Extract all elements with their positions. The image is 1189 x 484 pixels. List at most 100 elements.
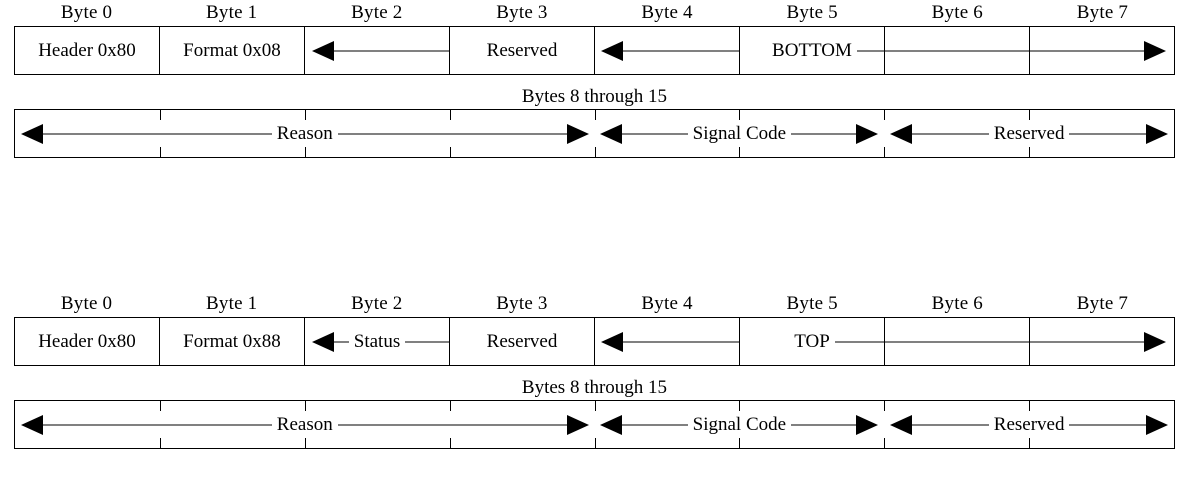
byte2-arrow-head <box>311 331 334 352</box>
bottom-top-arrow-line <box>834 50 1156 51</box>
byte-tick-top-4 <box>594 400 596 411</box>
byte-tick-top-4 <box>594 109 596 120</box>
byte4-arrow-head <box>601 40 624 61</box>
bottom-top-arrow-line <box>834 341 1156 342</box>
signal-code-span: Signal Code <box>595 401 885 448</box>
message-layout-bottom: Byte 0 Byte 1 Byte 2 Byte 3 Byte 4 Byte 5 Byte… <box>0 0 1189 158</box>
byte-header-7: Byte 7 <box>1076 293 1129 314</box>
byte-tick-top-6 <box>884 109 886 120</box>
byte-tick-top-6 <box>884 400 886 411</box>
byte-tick-top-1 <box>159 109 161 120</box>
reserved-field: Reserved <box>449 318 594 365</box>
byte-tick-bottom-4 <box>594 147 596 158</box>
byte-tick-bottom-3 <box>449 438 451 449</box>
signal-code-span-head-left <box>600 414 623 435</box>
byte-tick-bottom-5 <box>739 147 741 158</box>
reserved-span-head-right <box>1146 414 1169 435</box>
reason-span-head-left <box>20 123 43 144</box>
byte-header-6: Byte 6 <box>931 2 983 23</box>
reserved-field-label: Reserved <box>481 330 563 353</box>
byte-tick-bottom-4 <box>594 438 596 449</box>
byte4-field <box>594 318 739 365</box>
signal-code-span: Signal Code <box>595 110 885 157</box>
reason-span-head-right <box>566 414 589 435</box>
format-byte-label: Format 0x08 <box>178 39 286 62</box>
byte-tick-bottom-6 <box>884 147 886 158</box>
reason-span-label: Reason <box>271 122 338 145</box>
byte4-arrow-line <box>613 341 740 342</box>
byte-tick-top-2 <box>304 109 306 120</box>
byte-header-0: Byte 0 <box>60 2 113 23</box>
signal-code-span-head-right <box>856 414 879 435</box>
header-byte-label: Header 0x80 <box>33 330 141 353</box>
top-field: TOP <box>739 318 884 365</box>
reason-span-head-right <box>566 123 589 144</box>
reserved-span-head-right <box>1146 123 1169 144</box>
reserved-field-label: Reserved <box>481 39 563 62</box>
byte-tick-bottom-3 <box>449 147 451 158</box>
reason-span: Reason <box>15 110 595 157</box>
byte-tick-top-2 <box>304 400 306 411</box>
byte4-arrow-line <box>613 50 740 51</box>
byte-tick-top-7 <box>1029 400 1031 411</box>
byte-header-4: Byte 4 <box>641 293 693 314</box>
bottom-top-arrow-head <box>1143 331 1166 352</box>
bottom-field: BOTTOM <box>739 27 884 74</box>
byte-header-0: Byte 0 <box>60 293 113 314</box>
reserved-span-head-left <box>890 123 913 144</box>
signal-code-span-label: Signal Code <box>687 122 792 145</box>
byte2-field <box>304 27 449 74</box>
byte-header-3: Byte 3 <box>496 2 548 23</box>
byte-tick-top-1 <box>159 400 161 411</box>
byte-tick-bottom-2 <box>304 438 306 449</box>
byte-tick-bottom-6 <box>884 438 886 449</box>
byte-header-5: Byte 5 <box>786 2 838 23</box>
format-byte: Format 0x08 <box>159 27 304 74</box>
byte-header-2: Byte 2 <box>351 293 403 314</box>
format-byte: Format 0x88 <box>159 318 304 365</box>
byte-tick-bottom-1 <box>159 147 161 158</box>
top-field-label: TOP <box>789 330 835 353</box>
bytes-0-7-frame: Header 0x80 Format 0x88 Status Reserved TOP <box>14 317 1175 366</box>
byte-tick-top-5 <box>739 400 741 411</box>
reason-span-head-left <box>20 414 43 435</box>
bytes-8-15-frame: Reason Signal Code Reserved <box>14 109 1175 158</box>
byte-tick-bottom-1 <box>159 438 161 449</box>
bytes-8-15-caption: Bytes 8 through 15 <box>521 377 668 398</box>
byte-header-3: Byte 3 <box>496 293 548 314</box>
bytes-0-7-frame: Header 0x80 Format 0x08 Reserved BOTTOM <box>14 26 1175 75</box>
byte-header-5: Byte 5 <box>786 293 838 314</box>
byte-tick-top-5 <box>739 109 741 120</box>
reserved-span-label: Reserved <box>988 413 1070 436</box>
byte-header-7: Byte 7 <box>1076 2 1129 23</box>
status-field: Status <box>304 318 449 365</box>
bytes-8-15-caption: Bytes 8 through 15 <box>521 86 668 107</box>
reserved-field: Reserved <box>449 27 594 74</box>
bytes-8-15-frame: Reason Signal Code Reserved <box>14 400 1175 449</box>
bottom-field-label: BOTTOM <box>767 39 857 62</box>
byte-tick-bottom-7 <box>1029 147 1031 158</box>
byte-header-6: Byte 6 <box>931 293 983 314</box>
bottom-top-arrow-head <box>1143 40 1166 61</box>
byte4-field <box>594 27 739 74</box>
byte2-arrow-line <box>323 50 450 51</box>
byte-tick-top-7 <box>1029 109 1031 120</box>
byte-header-1: Byte 1 <box>206 2 258 23</box>
reserved-span-head-left <box>890 414 913 435</box>
signal-code-span-label: Signal Code <box>687 413 792 436</box>
status-field-label: Status <box>348 330 406 353</box>
header-byte: Header 0x80 <box>15 318 159 365</box>
format-byte-label: Format 0x88 <box>178 330 286 353</box>
reserved-span: Reserved <box>884 401 1174 448</box>
byte-header-4: Byte 4 <box>641 2 693 23</box>
byte-tick-top-3 <box>449 109 451 120</box>
byte-tick-bottom-7 <box>1029 438 1031 449</box>
reason-span-label: Reason <box>271 413 338 436</box>
header-byte: Header 0x80 <box>15 27 159 74</box>
byte-header-2: Byte 2 <box>351 2 403 23</box>
header-byte-label: Header 0x80 <box>33 39 141 62</box>
byte-tick-bottom-5 <box>739 438 741 449</box>
reserved-span: Reserved <box>884 110 1174 157</box>
